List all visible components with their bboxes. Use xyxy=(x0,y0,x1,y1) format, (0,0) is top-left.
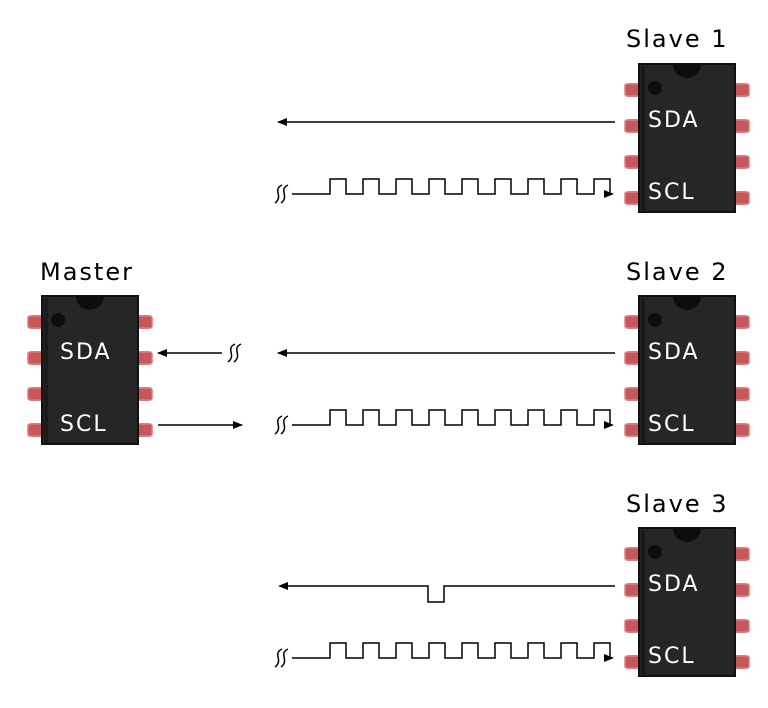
slave3-chip-pin xyxy=(734,547,750,561)
slave2-sda-label: SDA xyxy=(648,340,700,365)
slave3-chip-pin xyxy=(734,583,750,597)
slave2-chip-pin xyxy=(734,387,750,401)
master-chip-pin xyxy=(137,315,153,329)
master-chip-pin xyxy=(27,423,43,437)
slave2-chip-notch xyxy=(673,296,701,310)
slave1-scl-clock-break xyxy=(274,184,289,204)
slave3-scl-clock xyxy=(292,642,612,659)
slave1-chip-pin1-dot xyxy=(648,81,662,95)
slave2-chip-pin xyxy=(734,423,750,437)
slave1-chip-pin xyxy=(734,83,750,97)
slave1-scl-clock-arrowhead xyxy=(604,190,614,198)
master-chip-edge-shade xyxy=(44,298,48,442)
slave2-title: Slave 2 xyxy=(626,258,729,286)
slave1-chip-notch xyxy=(673,64,701,78)
slave2-chip-pin xyxy=(624,351,640,365)
slave3-scl-label: SCL xyxy=(648,644,696,669)
slave3-sda-line xyxy=(282,585,615,603)
master-sda-label: SDA xyxy=(60,340,112,365)
master-chip-pin xyxy=(27,387,43,401)
slave2-scl-clock-arrowhead xyxy=(604,421,614,429)
slave2-chip-pin xyxy=(624,387,640,401)
slave1-chip-pin xyxy=(624,119,640,133)
master-chip-notch xyxy=(76,296,104,310)
master-chip-pin xyxy=(27,315,43,329)
slave1-chip-pin xyxy=(624,83,640,97)
slave2-chip-pin xyxy=(734,351,750,365)
slave1-scl-clock xyxy=(292,178,612,195)
master-sda-break xyxy=(227,343,242,363)
slave3-sda-label: SDA xyxy=(648,572,700,597)
slave1-chip-pin xyxy=(734,155,750,169)
slave3-chip-pin1-dot xyxy=(648,545,662,559)
slave3-title: Slave 3 xyxy=(626,490,729,518)
slave2-chip-pin xyxy=(624,423,640,437)
slave3-chip-edge-shade xyxy=(641,530,645,674)
slave3-chip-pin xyxy=(624,655,640,669)
slave1-chip-pin xyxy=(734,191,750,205)
slave3-scl-clock-break xyxy=(274,648,289,668)
slave1-title: Slave 1 xyxy=(626,25,729,53)
slave1-chip-edge-shade xyxy=(641,66,645,210)
master-chip-pin1-dot xyxy=(51,313,65,327)
slave3-chip-pin xyxy=(624,619,640,633)
slave1-chip-pin xyxy=(734,119,750,133)
slave1-sda-label: SDA xyxy=(648,108,700,133)
slave3-chip-pin xyxy=(624,583,640,597)
slave1-chip-pin xyxy=(624,155,640,169)
slave2-scl-clock xyxy=(292,409,612,426)
slave1-scl-label: SCL xyxy=(648,180,696,205)
slave2-scl-clock-break xyxy=(274,415,289,435)
slave2-chip-pin1-dot xyxy=(648,313,662,327)
master-chip xyxy=(27,295,153,445)
slave3-chip-pin xyxy=(624,547,640,561)
slave3-chip-pin xyxy=(734,655,750,669)
slave3-chip-pin xyxy=(734,619,750,633)
master-title: Master xyxy=(40,258,134,286)
slave1-chip xyxy=(624,63,750,213)
master-chip-pin xyxy=(27,351,43,365)
slave2-chip xyxy=(624,295,750,445)
slave2-chip-edge-shade xyxy=(641,298,645,442)
master-chip-pin xyxy=(137,387,153,401)
slave2-chip-pin xyxy=(734,315,750,329)
master-chip-pin xyxy=(137,351,153,365)
master-chip-pin xyxy=(137,423,153,437)
slave3-chip-notch xyxy=(673,528,701,542)
master-scl-label: SCL xyxy=(60,412,108,437)
slave2-scl-label: SCL xyxy=(648,412,696,437)
slave1-chip-pin xyxy=(624,191,640,205)
slave2-chip-pin xyxy=(624,315,640,329)
slave3-sda-arrowhead xyxy=(278,582,288,590)
slave3-chip xyxy=(624,527,750,677)
slave3-scl-clock-arrowhead xyxy=(604,654,614,662)
